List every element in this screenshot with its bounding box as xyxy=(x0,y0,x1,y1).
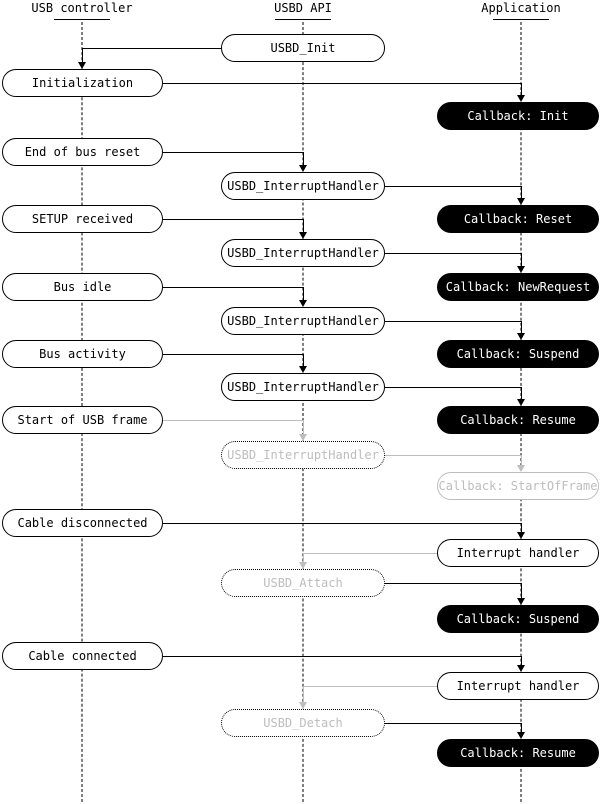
message-v-2 xyxy=(303,152,304,167)
message-v-1 xyxy=(521,83,522,97)
message-h-1 xyxy=(163,83,521,84)
node-cable-conn: Cable connected xyxy=(2,642,163,670)
node-cb-init: Callback: Init xyxy=(437,102,599,130)
message-v-13 xyxy=(303,553,304,564)
message-h-7 xyxy=(385,321,521,322)
message-arrow-5 xyxy=(517,266,525,273)
message-arrow-10 xyxy=(299,434,307,441)
message-arrow-15 xyxy=(517,665,525,672)
message-arrow-9 xyxy=(517,399,525,406)
message-v-7 xyxy=(521,321,522,335)
lifeline-title-usb-controller: USB controller xyxy=(31,1,133,15)
message-arrow-2 xyxy=(299,165,307,172)
node-ih-4: USBD_InterruptHandler xyxy=(221,373,385,401)
message-v-6 xyxy=(303,287,304,302)
message-v-10 xyxy=(303,420,304,436)
message-h-11 xyxy=(385,455,521,456)
node-initialization: Initialization xyxy=(2,69,163,97)
message-arrow-11 xyxy=(517,465,525,472)
node-cable-disconn: Cable disconnected xyxy=(2,509,163,537)
message-h-15 xyxy=(163,656,521,657)
message-h-6 xyxy=(163,287,303,288)
message-arrow-13 xyxy=(299,562,307,569)
message-h-16 xyxy=(303,686,437,687)
node-cb-suspend-1: Callback: Suspend xyxy=(437,340,599,368)
message-arrow-1 xyxy=(517,95,525,102)
message-v-11 xyxy=(521,455,522,467)
lifeline-usbd-api xyxy=(302,22,304,802)
message-v-0 xyxy=(82,48,83,64)
lifeline-title-usbd-api: USBD API xyxy=(274,1,332,15)
message-v-3 xyxy=(521,186,522,200)
message-v-9 xyxy=(521,387,522,401)
node-cb-resume-1: Callback: Resume xyxy=(437,406,599,434)
node-start-usb-frame: Start of USB frame xyxy=(2,406,163,434)
message-v-16 xyxy=(303,686,304,704)
message-arrow-8 xyxy=(299,366,307,373)
node-cb-suspend-2: Callback: Suspend xyxy=(437,605,599,633)
message-h-9 xyxy=(385,387,521,388)
lifeline-title-application: Application xyxy=(481,1,561,15)
node-usbd-detach: USBD_Detach xyxy=(221,709,385,737)
message-v-8 xyxy=(303,354,304,368)
node-int-handler-1: Interrupt handler xyxy=(437,539,599,567)
lifeline-head-usbd-api xyxy=(275,19,331,20)
node-cb-resume-2: Callback: Resume xyxy=(437,739,599,767)
message-arrow-0 xyxy=(78,62,86,69)
message-h-17 xyxy=(385,723,521,724)
node-bus-idle: Bus idle xyxy=(2,273,163,301)
message-h-2 xyxy=(163,152,303,153)
message-v-14 xyxy=(521,583,522,600)
node-bus-activity: Bus activity xyxy=(2,340,163,368)
node-setup-received: SETUP received xyxy=(2,205,163,233)
message-arrow-16 xyxy=(299,702,307,709)
message-v-12 xyxy=(521,523,522,534)
message-arrow-7 xyxy=(517,333,525,340)
lifeline-head-application xyxy=(493,19,549,20)
node-ih-3: USBD_InterruptHandler xyxy=(221,307,385,335)
message-v-4 xyxy=(303,219,304,234)
message-arrow-12 xyxy=(517,532,525,539)
node-end-bus-reset: End of bus reset xyxy=(2,138,163,166)
message-h-5 xyxy=(385,253,521,254)
node-int-handler-2: Interrupt handler xyxy=(437,672,599,700)
message-h-0 xyxy=(82,48,221,49)
node-cb-newrequest: Callback: NewRequest xyxy=(437,273,599,301)
message-h-12 xyxy=(163,523,521,524)
node-usbd-init: USBD_Init xyxy=(221,34,385,62)
node-cb-reset: Callback: Reset xyxy=(437,205,599,233)
node-usbd-attach: USBD_Attach xyxy=(221,569,385,597)
node-ih-5: USBD_InterruptHandler xyxy=(221,441,385,469)
node-ih-2: USBD_InterruptHandler xyxy=(221,239,385,267)
message-v-15 xyxy=(521,656,522,667)
message-h-3 xyxy=(385,186,521,187)
message-arrow-4 xyxy=(299,232,307,239)
node-cb-startofframe: Callback: StartOfFrame xyxy=(437,472,599,500)
message-v-17 xyxy=(521,723,522,734)
message-h-14 xyxy=(385,583,521,584)
message-arrow-3 xyxy=(517,198,525,205)
message-arrow-6 xyxy=(299,300,307,307)
message-h-10 xyxy=(163,420,303,421)
node-ih-1: USBD_InterruptHandler xyxy=(221,172,385,200)
message-arrow-14 xyxy=(517,598,525,605)
message-arrow-17 xyxy=(517,732,525,739)
message-v-5 xyxy=(521,253,522,268)
message-h-13 xyxy=(303,553,437,554)
message-h-8 xyxy=(163,354,303,355)
message-h-4 xyxy=(163,219,303,220)
lifeline-head-usb-controller xyxy=(54,19,110,20)
